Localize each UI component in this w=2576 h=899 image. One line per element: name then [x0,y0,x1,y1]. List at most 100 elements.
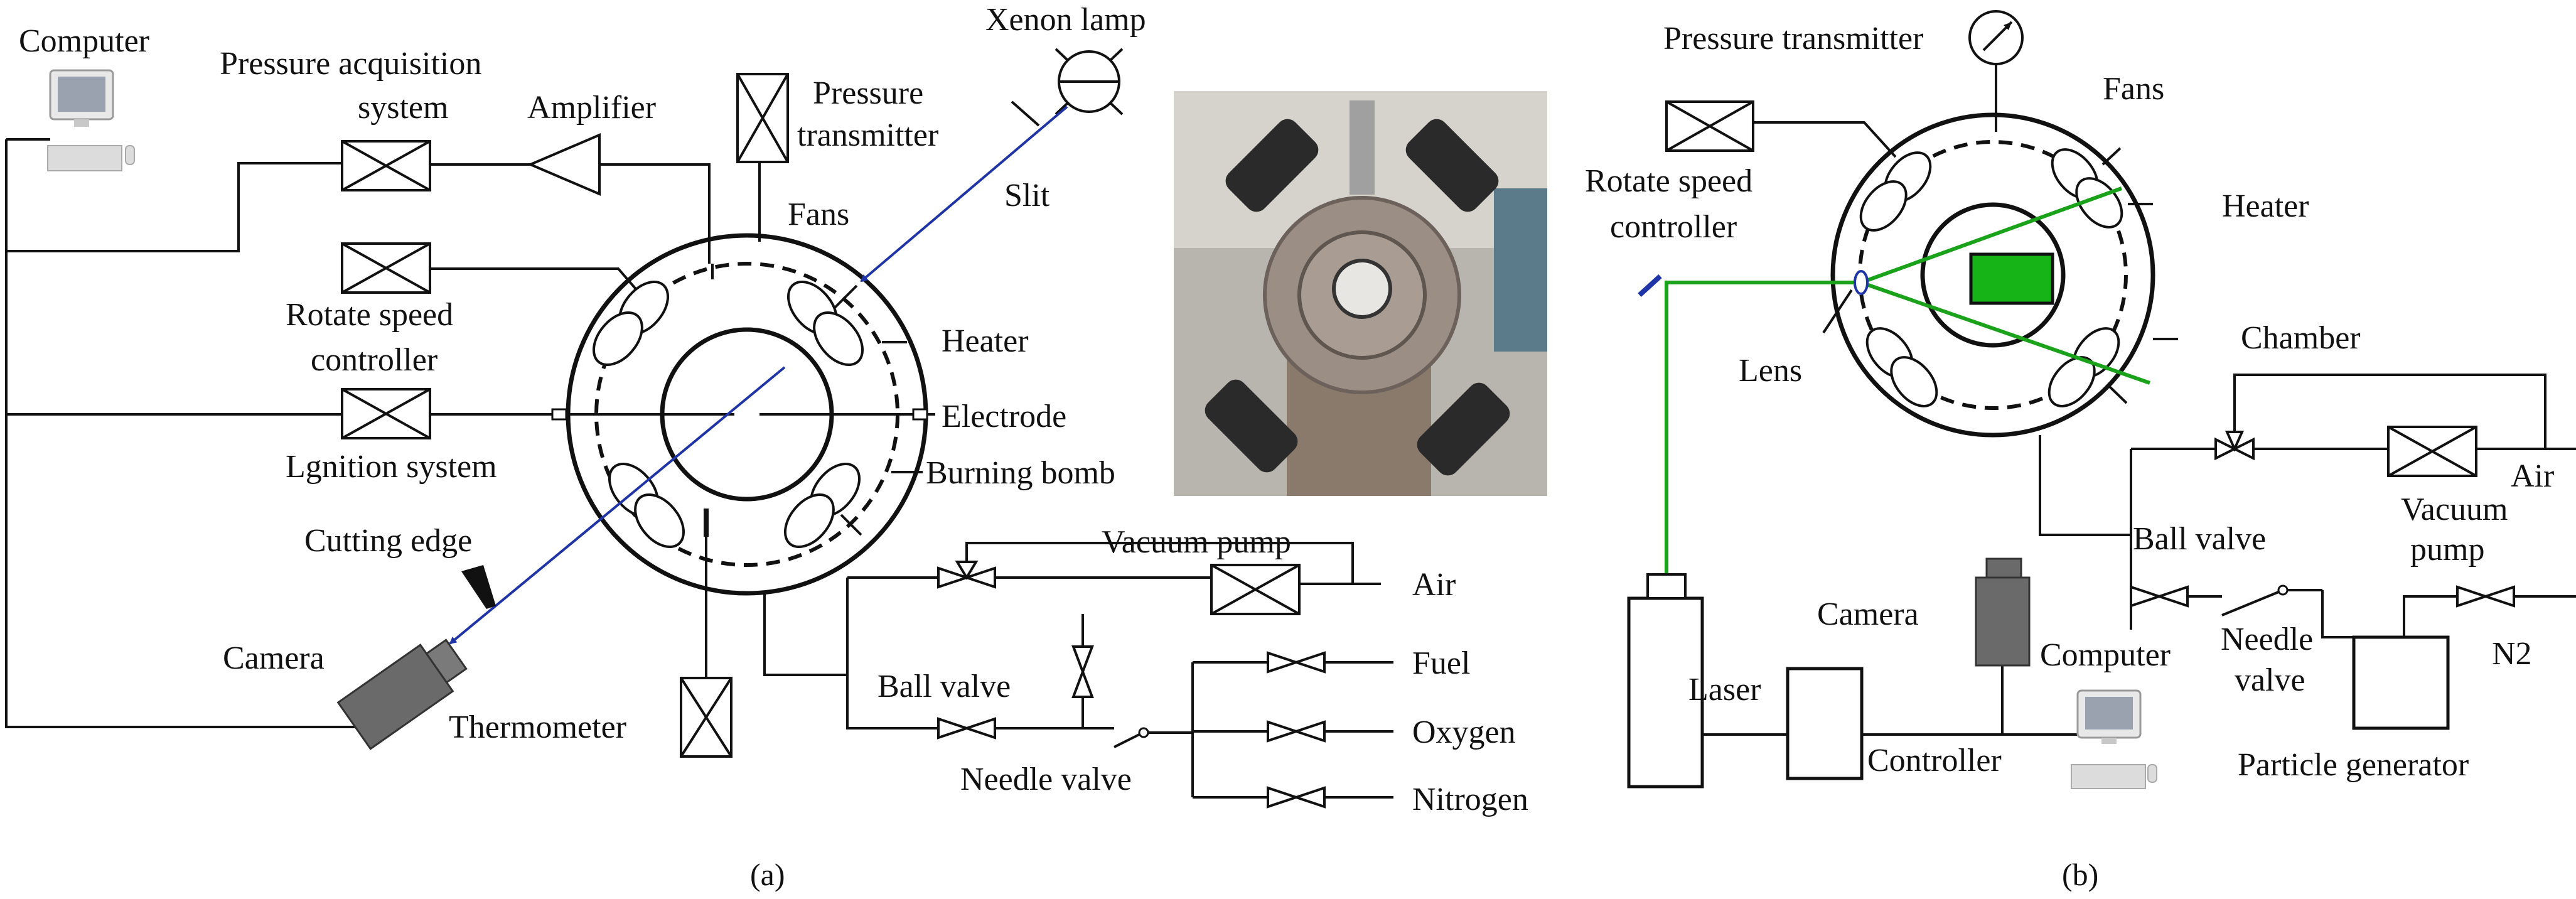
rotate-speed-controller-b-box [1665,100,1754,152]
laser-head [1646,573,1687,600]
fuel-valve-icon [1267,651,1326,674]
vacuum-pump-label: Vacuum pump [1102,524,1291,560]
amplifier-label: Amplifier [527,90,656,126]
lens-label: Lens [1739,353,1802,389]
fans-label: Fans [788,196,849,232]
burning-bomb [551,233,935,596]
bypass-b-line [2233,374,2546,449]
cutting-edge-icon [461,565,496,609]
n2-valve-icon [2456,585,2515,608]
air-label: Air [1412,567,1456,603]
ball-valve-label: Ball valve [877,669,1011,704]
pressure-acquisition-label-1: Pressure acquisition [220,46,481,82]
panel-a: Computer Pressure acquisition system Amp… [5,2,1547,892]
vacuum-pump-b-box [2387,426,2477,477]
computer-b-label: Computer [2040,637,2171,673]
main-bus-wire [5,139,377,728]
rotate-label-1: Rotate speed [286,297,453,333]
fan-icon [2047,327,2120,407]
slit-icon [1011,100,1040,127]
heater-b-label: Heater [2222,188,2309,224]
thermometer-box [680,677,733,758]
camera-b-icon [1975,557,2031,667]
fan-icon [783,462,861,549]
heater-ticks-b [1995,115,2128,404]
needle-valve-icon [1114,733,1140,748]
bottom-valve-icon [937,717,996,740]
rotate-label-2: controller [311,342,437,378]
pg-outlet [2403,595,2457,637]
chamber-label: Chamber [2241,320,2361,356]
panel-b-caption: (b) [2062,857,2098,892]
laser-label: Laser [1688,672,1761,708]
chamber-outlet-b [2039,435,2132,630]
fan-icon [1865,327,1938,407]
ball-valve-b-label: Ball valve [2133,521,2266,557]
ignition-system-box [341,388,431,439]
camera-label: Camera [223,640,325,676]
electrode-label: Electrode [942,399,1066,434]
pressure-transmitter-label-2: transmitter [797,117,938,153]
thermometer-label: Thermometer [449,709,626,745]
fan-icon [608,462,685,549]
nitrogen-valve-icon [1267,786,1326,809]
computer-b-icon [2071,689,2157,789]
computer-label: Computer [19,23,149,59]
needle-valve-b-icon [2221,591,2279,616]
lens-icon [1854,270,1869,295]
computer-icon [47,69,135,171]
laser-sheet [1860,186,2150,385]
rotate-b-wire [1753,121,1897,158]
controller-label: Controller [1867,743,2002,778]
pressure-transmitter-b-label: Pressure transmitter [1663,21,1923,57]
laser-box [1627,596,1704,789]
air-b-label: Air [2511,458,2554,494]
pressure-gauge-icon [1968,10,2024,65]
pressure-acq-wire [6,162,342,252]
heater-ticks [711,264,862,536]
ball-valve-icon [1071,645,1094,698]
three-way-valve-b-icon [2214,431,2255,461]
fan-icon [786,280,864,367]
panel-b: Pressure transmitter Rotate speed contro… [1585,10,2576,892]
slit-label: Slit [1004,178,1050,213]
particle-generator-box [2352,635,2450,730]
camera-b-label: Camera [1817,596,1919,632]
ignition-label: Lgnition system [286,449,497,485]
bomb-gas-outlet [763,593,847,676]
burning-bomb-label: Burning bomb [926,455,1115,491]
rotate-speed-controller-box [341,242,431,294]
fuel-label: Fuel [1412,645,1470,681]
pressure-transmitter-label-1: Pressure [813,75,923,111]
panel-a-caption: (a) [750,857,785,892]
xenon-lamp-icon [1055,48,1124,116]
amp-to-bomb-wire [599,163,711,264]
vacuum-b-label-1: Vacuum [2401,492,2508,527]
cutting-edge-label: Cutting edge [304,523,472,559]
fan-icon [592,280,670,367]
rotate-b-label-1: Rotate speed [1585,163,1752,199]
rotate-b-label-2: controller [1610,209,1737,245]
oxygen-label: Oxygen [1412,714,1516,750]
needle-b-label-2: valve [2235,662,2305,698]
pressure-acquisition-label-2: system [358,90,448,126]
vacuum-pump-box [1210,564,1301,615]
probe-beam [449,366,786,645]
heater-block [1969,252,2054,305]
gas-manifold [846,578,938,729]
needle-b-label-1: Needle [2221,622,2313,657]
fan-icon [1859,151,1932,232]
oxygen-valve-icon [1267,720,1326,743]
particle-generator-label: Particle generator [2238,747,2469,783]
amplifier-icon [527,132,601,196]
pressure-transmitter-box [736,73,789,163]
controller-box [1786,667,1864,780]
burning-bomb-photo [1174,91,1547,496]
heater-label: Heater [942,323,1029,359]
n2-label: N2 [2492,636,2532,672]
laser-path [1665,281,1861,598]
vacuum-b-label-2: pump [2410,532,2484,568]
camera-icon [336,638,468,750]
